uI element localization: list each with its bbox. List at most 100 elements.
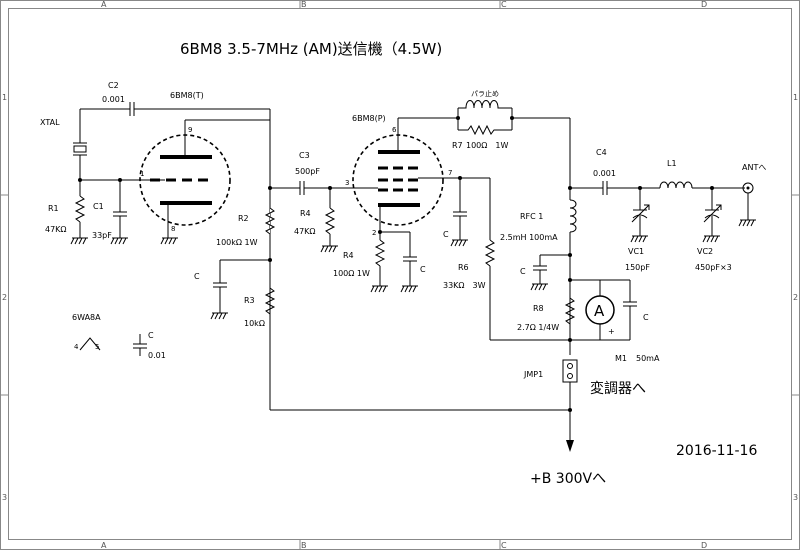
col-label-d-bottom: D [701, 541, 707, 550]
rectifier-pin-5: 5 [95, 343, 99, 351]
r1-value: 47KΩ [45, 225, 67, 234]
rectifier-pin-4: 4 [74, 343, 79, 351]
r3-value: 10kΩ [244, 319, 265, 328]
row-label-2: 2 [2, 293, 7, 302]
schematic-date: 2016-11-16 [676, 443, 757, 459]
ammeter-plus: + [608, 327, 615, 336]
c4-label: C4 [596, 148, 607, 157]
c4-value: 0.001 [593, 169, 616, 178]
triode-pin-cathode: 8 [171, 225, 175, 233]
r7-label: R7 [452, 141, 463, 150]
l1-label: L1 [667, 159, 677, 168]
col-label-a-bottom: A [101, 541, 107, 550]
antenna-connector [738, 182, 756, 227]
capacitor-c4 [602, 181, 608, 195]
schematic-title: 6BM8 3.5-7MHz (AM)送信機（4.5W) [180, 40, 442, 58]
vc2-label: VC2 [697, 247, 713, 256]
r8-label: R8 [533, 304, 544, 313]
r6-value: 33KΩ 3W [443, 281, 486, 290]
capacitor-reference [133, 334, 147, 356]
triode-pin-plate: 9 [188, 126, 192, 134]
variable-capacitor-vc2 [702, 188, 722, 243]
pentode-pin-grid: 3 [345, 179, 349, 187]
rectifier-ref-label: 6WA8A [72, 313, 101, 322]
vc2-value: 450pF×3 [695, 263, 732, 272]
ground-symbol [160, 237, 178, 245]
ground-symbol [110, 237, 128, 245]
col-label-c-bottom: C [501, 541, 507, 550]
triode-label: 6BM8(T) [170, 91, 204, 100]
resistor-r4-grid [320, 188, 338, 253]
parasitic-label: パラ止め [471, 89, 499, 98]
r8-value: 2.7Ω 1/4W [517, 323, 559, 332]
ground-symbol [70, 237, 88, 245]
modulator-label: 変調器へ [590, 380, 646, 397]
capacitor-bypass [210, 259, 270, 320]
c3-value: 500pF [295, 167, 320, 176]
rfc-value: 2.5mH 100mA [500, 233, 558, 242]
c2-value: 0.001 [102, 95, 125, 104]
capacitor-meter-bypass [623, 280, 637, 340]
pentode-pin-cathode: 2 [372, 229, 376, 237]
r4-cathode-label: R4 [343, 251, 354, 260]
capacitor-c2 [129, 102, 135, 116]
c-rfc-label: C [520, 267, 526, 276]
c1-value: 33pF [92, 231, 112, 240]
col-label-c: C [501, 0, 507, 9]
row-label-1: 1 [2, 93, 7, 102]
col-label-a: A [101, 0, 107, 9]
row-label-2-right: 2 [793, 293, 798, 302]
r2-value: 100kΩ 1W [216, 238, 258, 247]
xtal-label: XTAL [40, 118, 60, 127]
r3-label: R3 [244, 296, 255, 305]
capacitor-c1 [113, 180, 127, 238]
capacitor-c3 [299, 181, 305, 195]
c-cathode-label: C [420, 265, 426, 274]
resistor-r1 [74, 180, 86, 238]
rf-choke-rfc1 [569, 188, 577, 355]
col-label-d: D [701, 0, 707, 9]
triode-pin-grid: 1 [140, 170, 144, 178]
jumper-jmp1 [562, 359, 578, 440]
c-bypass-label: C [194, 272, 200, 281]
r4-cathode-value: 100Ω 1W [333, 269, 370, 278]
jmp1-label: JMP1 [523, 370, 543, 379]
rfc-label: RFC 1 [520, 212, 543, 221]
resistor-r4-cathode [370, 232, 388, 293]
parasitic-suppressor-r7 [456, 100, 514, 136]
pentode-pin-screen: 7 [448, 169, 452, 177]
supply-label: +B 300Vへ [530, 471, 606, 487]
triode-6bm8t [139, 120, 231, 238]
variable-capacitor-vc1 [630, 188, 650, 243]
row-label-1-right: 1 [793, 93, 798, 102]
r6-label: R6 [458, 263, 469, 272]
pentode-pin-plate: 6 [392, 126, 397, 134]
r2-label: R2 [238, 214, 249, 223]
crystal-xtal [73, 124, 87, 180]
r1-label: R1 [48, 204, 59, 213]
ammeter-m1 [585, 280, 615, 340]
m1-label: M1 [615, 354, 627, 363]
tube-base-symbol [79, 337, 101, 351]
c-ref-value: 0.01 [148, 351, 166, 360]
supply-arrow [566, 440, 574, 452]
pentode-label: 6BM8(P) [352, 114, 386, 123]
capacitor-rfc-bypass [530, 254, 570, 291]
col-label-b-bottom: B [301, 541, 307, 550]
r4-grid-label: R4 [300, 209, 311, 218]
c-meter-label: C [643, 313, 649, 322]
r7-value: 100Ω 1W [466, 141, 508, 150]
resistor-r8 [564, 297, 576, 325]
col-label-b: B [301, 0, 307, 9]
row-label-3-right: 3 [793, 493, 798, 502]
c-ref-label: C [148, 331, 154, 340]
c3-label: C3 [299, 151, 310, 160]
c1-label: C1 [93, 202, 104, 211]
inductor-l1 [659, 181, 693, 189]
ammeter-symbol: A [594, 302, 605, 320]
resistor-r2 [264, 207, 276, 235]
antenna-label: ANTへ [742, 163, 766, 172]
resistor-r3 [264, 287, 276, 315]
